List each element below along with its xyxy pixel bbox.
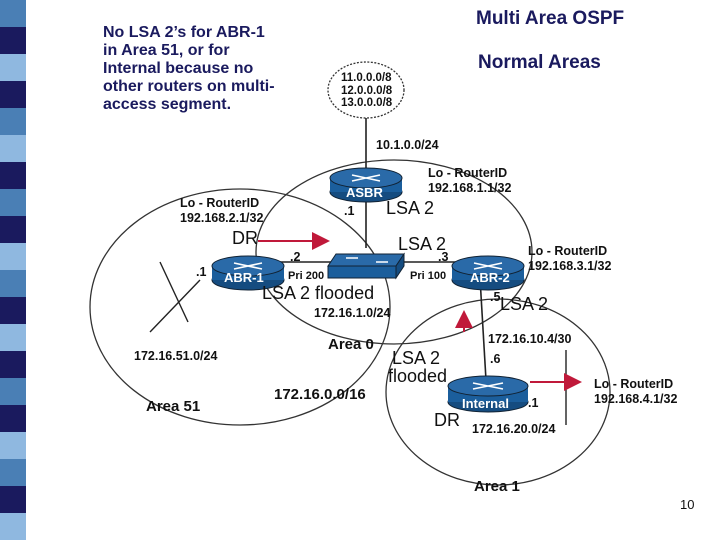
internal-loopback-ip: 192.168.4.1/32 [594,392,678,406]
abr1-iface-area0: .2 [290,250,301,264]
internal-iface-up: .6 [490,352,501,366]
abr1-lsa-flooded: LSA 2 flooded [262,283,375,303]
abr1-router-icon [211,255,285,291]
abr2-loopback-label: Lo - RouterID [528,244,608,258]
stripe-block [0,270,26,297]
slide-note: No LSA 2’s for ABR-1 in Area 51, or for … [103,24,275,113]
slide-subtitle: Normal Areas [478,52,601,73]
stripe-block [0,243,26,270]
asbr-iface: .1 [344,204,355,218]
area51-lan-network: 172.16.51.0/24 [134,349,218,363]
asbr-router-icon [329,167,403,203]
internal-loopback-label: Lo - RouterID [594,377,674,391]
cloud-network-2: 12.0.0.0/8 [341,84,393,97]
area1-lan-network: 172.16.20.0/24 [472,422,556,436]
area1-lsa-line1: LSA 2 [392,348,441,368]
internal-router-icon [447,375,529,413]
area1-link-network: 172.16.10.4/30 [488,332,572,346]
slide-title: Multi Area OSPF [476,8,625,29]
internal-router-label: Internal [462,396,509,411]
abr2-lsa-in: LSA 2 [398,234,447,254]
area-51-label: Area 51 [146,398,201,415]
stripe-block [0,54,26,81]
stripe-block [0,216,26,243]
internal-dr-label: DR [434,410,460,430]
stripe-block [0,513,26,540]
abr2-lsa-out: LSA 2 [500,294,549,314]
cloud-network-1: 11.0.0.0/8 [341,72,392,84]
stripe-block [0,108,26,135]
stripe-block [0,486,26,513]
stripe-block [0,297,26,324]
asbr-router-label: ASBR [346,185,383,200]
asbr-lsa-label: LSA 2 [386,198,435,218]
abr1-dr-label: DR [232,228,258,248]
internal-iface-lan: .1 [528,396,539,410]
abr1-router-label: ABR-1 [224,270,264,285]
stripe-block [0,405,26,432]
abr1-loopback-label: Lo - RouterID [180,196,260,210]
stripe-block [0,27,26,54]
area1-lsa-line2: flooded [388,366,448,386]
abr1-priority: Pri 200 [288,270,325,282]
area-0-boundary [255,159,533,345]
switch-icon [327,252,405,280]
abr2-iface-area1: .5 [490,290,501,304]
abr1-iface-area51: .1 [196,265,207,279]
area0-lan-network: 172.16.1.0/24 [314,306,391,320]
area-1-boundary [385,298,611,486]
abr1-loopback-ip: 192.168.2.1/32 [180,211,264,225]
external-cloud-icon [327,61,405,119]
abr2-router-icon [451,255,525,291]
stripe-block [0,189,26,216]
stripe-block [0,459,26,486]
decorative-stripe [0,0,26,540]
stripe-block [0,135,26,162]
asbr-loopback-ip: 192.168.1.1/32 [428,181,512,195]
asbr-loopback-label: Lo - RouterID [428,166,508,180]
stripe-block [0,351,26,378]
stripe-block [0,378,26,405]
abr2-router-label: ABR-2 [470,270,510,285]
stripe-block [0,162,26,189]
page-number: 10 [680,497,695,512]
cloud-network-list: 11.0.0.0/8 12.0.0.0/8 13.0.0.0/8 [341,72,392,110]
stripe-block [0,324,26,351]
summary-network: 172.16.0.0/16 [274,386,366,403]
abr2-priority: Pri 100 [410,270,447,282]
area-0-label: Area 0 [328,336,374,353]
area-1-label: Area 1 [474,478,520,495]
stripe-block [0,81,26,108]
asbr-uplink-network: 10.1.0.0/24 [376,138,439,152]
area-51-boundary [89,188,391,426]
abr2-iface-area0: .3 [438,250,449,264]
stripe-block [0,432,26,459]
stripe-block [0,0,26,27]
abr2-loopback-ip: 192.168.3.1/32 [528,259,612,273]
cloud-network-3: 13.0.0.0/8 [341,97,393,109]
